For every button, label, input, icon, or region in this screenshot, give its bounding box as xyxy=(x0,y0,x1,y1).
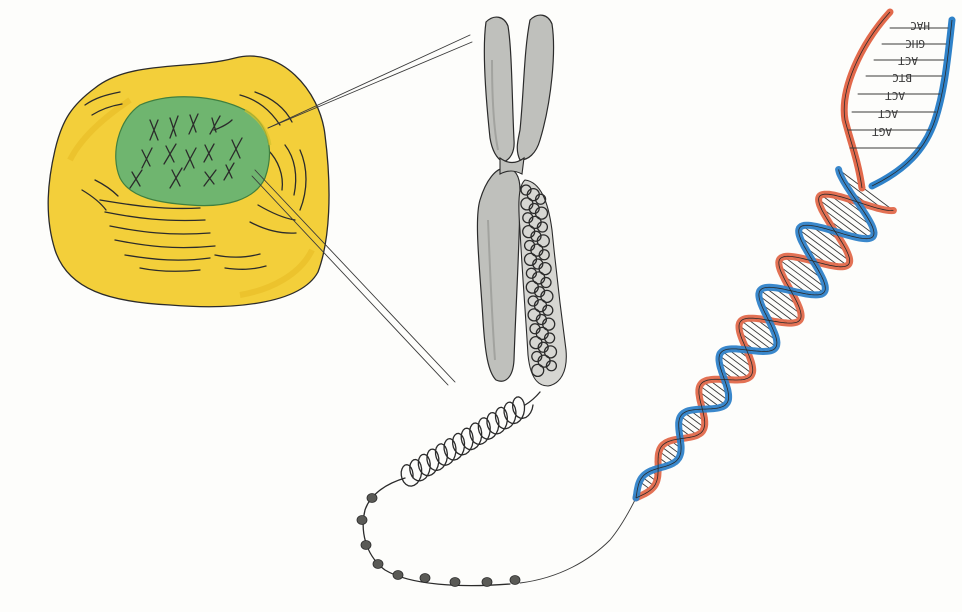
nucleosome-bead xyxy=(420,574,430,583)
base-pair-label: ACT xyxy=(885,89,905,102)
nucleosome-bead xyxy=(393,571,403,580)
base-pair-label: BTC xyxy=(892,71,912,84)
coiled-chromatin-icon xyxy=(519,180,566,386)
nucleosome-bead xyxy=(482,578,492,587)
base-pair-label: GHC xyxy=(905,37,925,50)
nucleosome-beads xyxy=(357,494,520,587)
linker-dna xyxy=(520,498,636,583)
nucleosome-bead xyxy=(450,578,460,587)
base-pair-rung xyxy=(681,416,702,432)
chromosome-icon xyxy=(477,15,566,386)
dna-double-helix-icon: HAC GHC ACT BTC ACT ACT AGT xyxy=(636,12,952,498)
nucleosome-bead xyxy=(367,494,377,503)
chromosome-arm-top-left xyxy=(484,17,514,162)
chromosome-arm-bottom-left xyxy=(477,168,520,381)
nucleosome-bead xyxy=(510,576,520,585)
base-pair-label: ACT xyxy=(898,54,918,67)
coiled-chromatin-fiber xyxy=(363,392,540,586)
base-pair-label: HAC xyxy=(910,19,930,32)
nucleosome-bead xyxy=(357,516,367,525)
nucleus-body xyxy=(116,97,270,206)
chromosome-arm-top-right xyxy=(517,15,553,160)
unzipped-dna-segment: HAC GHC ACT BTC ACT ACT AGT xyxy=(844,12,952,188)
nucleosome-bead xyxy=(373,560,383,569)
base-pair-label: AGT xyxy=(872,125,892,138)
nucleosome-bead xyxy=(361,541,371,550)
nucleus-icon xyxy=(116,97,270,206)
base-pair-label: ACT xyxy=(878,107,898,120)
